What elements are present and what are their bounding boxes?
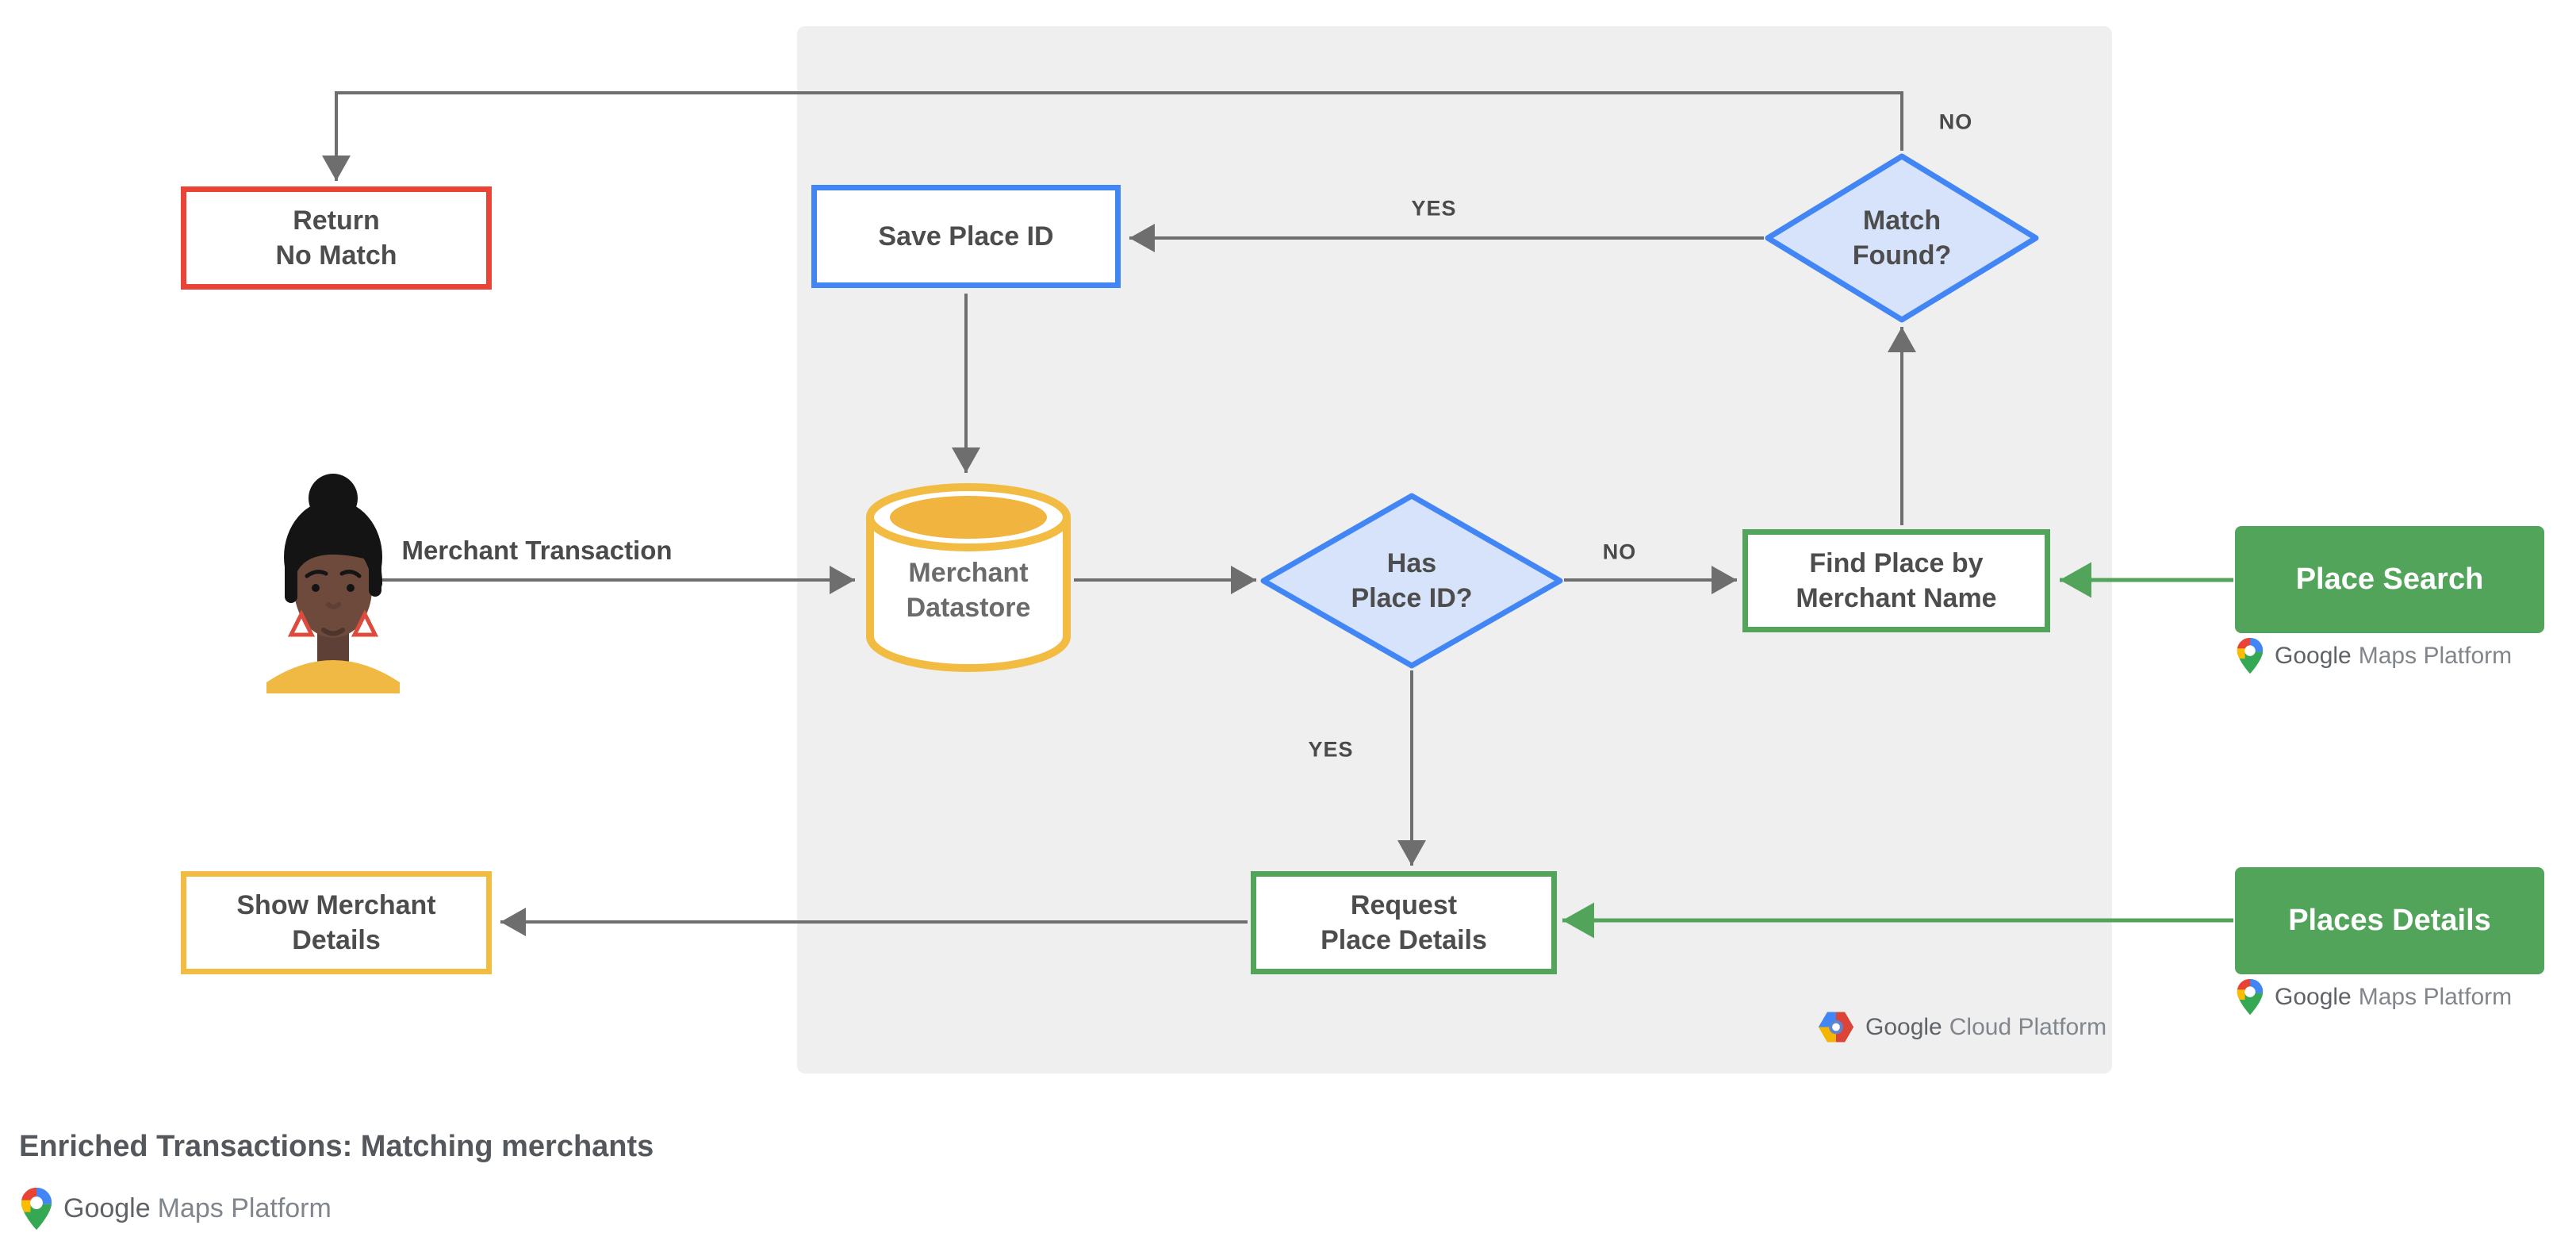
- user-avatar-icon: [265, 468, 401, 693]
- gmp-lockup-place-search: Google Maps Platform: [2237, 637, 2512, 674]
- node-show-merchant-details: Show Merchant Details: [181, 871, 492, 974]
- diamond-label: Match Found?: [1852, 205, 1952, 271]
- logo-text-maps-platform: Maps Platform: [2358, 642, 2513, 669]
- logo-text-maps-platform: Maps Platform: [157, 1193, 332, 1223]
- logo-text-google: Google: [1865, 1013, 1942, 1040]
- has-place-id-no-label: NO: [1602, 540, 1637, 564]
- logo-text-google: Google: [2275, 642, 2352, 669]
- diamond-label: Has Place ID?: [1351, 547, 1473, 613]
- node-return-no-match: Return No Match: [181, 186, 492, 290]
- node-places-details-api: Places Details: [2235, 867, 2544, 974]
- gmp-lockup-places-details: Google Maps Platform: [2237, 978, 2512, 1016]
- logo-text-google: Google: [63, 1193, 151, 1223]
- node-has-place-id-decision: Has Place ID?: [1259, 492, 1564, 670]
- node-merchant-datastore: Merchant Datastore: [864, 479, 1072, 678]
- diamond-shape: [1765, 153, 2039, 323]
- gcp-lockup: Google Cloud Platform: [1818, 1011, 2106, 1043]
- logo-text-maps-platform: Maps Platform: [2358, 983, 2513, 1010]
- diagram-title: Enriched Transactions: Matching merchant…: [19, 1130, 654, 1163]
- merchant-transaction-label: Merchant Transaction: [401, 536, 673, 565]
- google-maps-pin-icon: [2237, 978, 2264, 1016]
- node-match-found-decision: Match Found?: [1764, 152, 2040, 324]
- node-place-search-api: Place Search: [2235, 526, 2544, 633]
- logo-text-google: Google: [2275, 983, 2352, 1010]
- google-maps-pin-icon: [21, 1187, 52, 1231]
- logo-text-cloud-platform: Cloud Platform: [1949, 1013, 2107, 1040]
- cylinder-label: Merchant Datastore: [906, 558, 1031, 624]
- google-maps-pin-icon: [2237, 637, 2264, 674]
- gmp-lockup-footer: Google Maps Platform: [21, 1187, 332, 1231]
- node-find-place-by-merchant-name: Find Place by Merchant Name: [1742, 529, 2050, 632]
- google-cloud-hexagon-icon: [1818, 1012, 1854, 1043]
- node-save-place-id: Save Place ID: [811, 185, 1121, 288]
- match-found-yes-label: YES: [1411, 196, 1457, 221]
- match-found-no-label: NO: [1938, 109, 1973, 134]
- node-request-place-details: Request Place Details: [1251, 871, 1557, 974]
- diamond-shape: [1260, 493, 1563, 669]
- has-place-id-yes-label: YES: [1308, 737, 1354, 762]
- cylinder-shape: [866, 483, 1071, 672]
